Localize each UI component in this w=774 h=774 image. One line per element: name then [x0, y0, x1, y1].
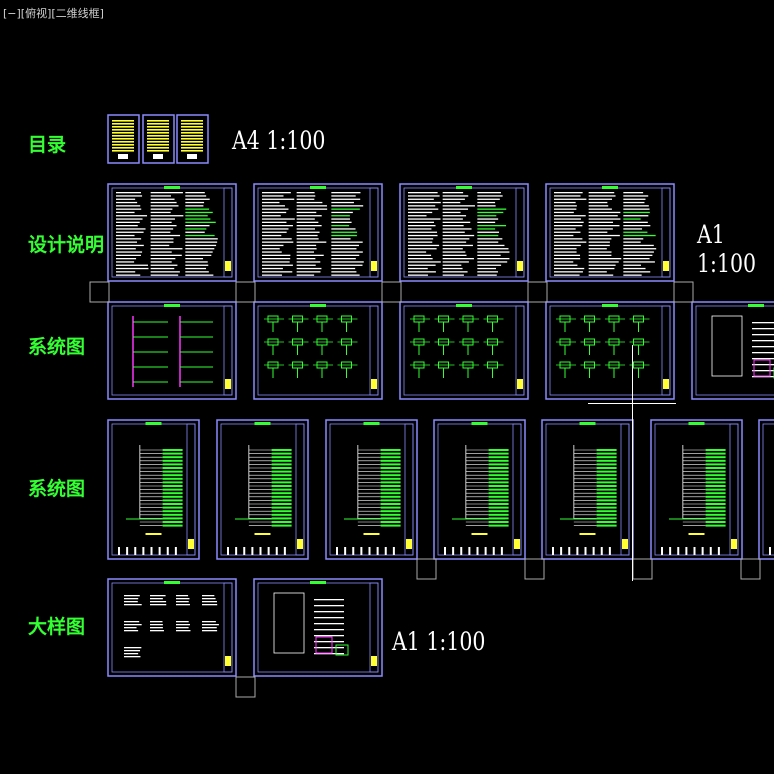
system-diagram-sheet-5[interactable]	[691, 301, 774, 400]
scale-label-a4: A4 1:100	[232, 126, 326, 155]
system-diagram-tall-sheet-4[interactable]	[433, 419, 526, 560]
grip-handle-6[interactable]	[416, 558, 437, 580]
row-label-design-notes: 设计说明	[28, 234, 105, 256]
grip-handle-1[interactable]	[89, 281, 110, 303]
contents-sheet-2[interactable]	[142, 114, 175, 164]
row-label-system-diagram-1: 系统图	[28, 336, 86, 358]
system-diagram-sheet-1[interactable]	[107, 301, 237, 400]
grip-handle-7[interactable]	[524, 558, 545, 580]
design-notes-sheet-3[interactable]	[399, 183, 529, 282]
design-notes-sheet-2[interactable]	[253, 183, 383, 282]
crosshair-cursor-v	[632, 345, 633, 581]
row-label-contents: 目录	[28, 134, 67, 156]
grip-handle-8[interactable]	[632, 558, 653, 580]
detail-sheet-1[interactable]	[107, 578, 237, 677]
contents-sheet-3[interactable]	[176, 114, 209, 164]
system-diagram-sheet-2[interactable]	[253, 301, 383, 400]
grip-handle-10[interactable]	[235, 676, 256, 698]
grip-handle-4[interactable]	[527, 281, 548, 303]
viewport-controls-label[interactable]: [−][俯视][二维线框]	[3, 7, 104, 20]
system-diagram-tall-sheet-3[interactable]	[325, 419, 418, 560]
grip-handle-9[interactable]	[740, 558, 761, 580]
design-notes-sheet-4[interactable]	[545, 183, 675, 282]
system-diagram-tall-sheet-7[interactable]	[758, 419, 774, 560]
contents-sheet-1[interactable]	[107, 114, 140, 164]
system-diagram-tall-sheet-1[interactable]	[107, 419, 200, 560]
grip-handle-3[interactable]	[381, 281, 402, 303]
system-diagram-sheet-3[interactable]	[399, 301, 529, 400]
detail-sheet-2[interactable]	[253, 578, 383, 677]
system-diagram-tall-sheet-2[interactable]	[216, 419, 309, 560]
grip-handle-2[interactable]	[235, 281, 256, 303]
system-diagram-tall-sheet-5[interactable]	[541, 419, 634, 560]
scale-label-a1-notes: A1 1:100	[697, 220, 757, 278]
system-diagram-tall-sheet-6[interactable]	[650, 419, 743, 560]
row-label-system-diagram-2: 系统图	[28, 478, 86, 500]
scale-label-a1-details: A1 1:100	[392, 627, 486, 656]
system-diagram-sheet-4[interactable]	[545, 301, 675, 400]
grip-handle-5[interactable]	[673, 281, 694, 303]
design-notes-sheet-1[interactable]	[107, 183, 237, 282]
row-label-detail-drawings: 大样图	[28, 616, 86, 638]
